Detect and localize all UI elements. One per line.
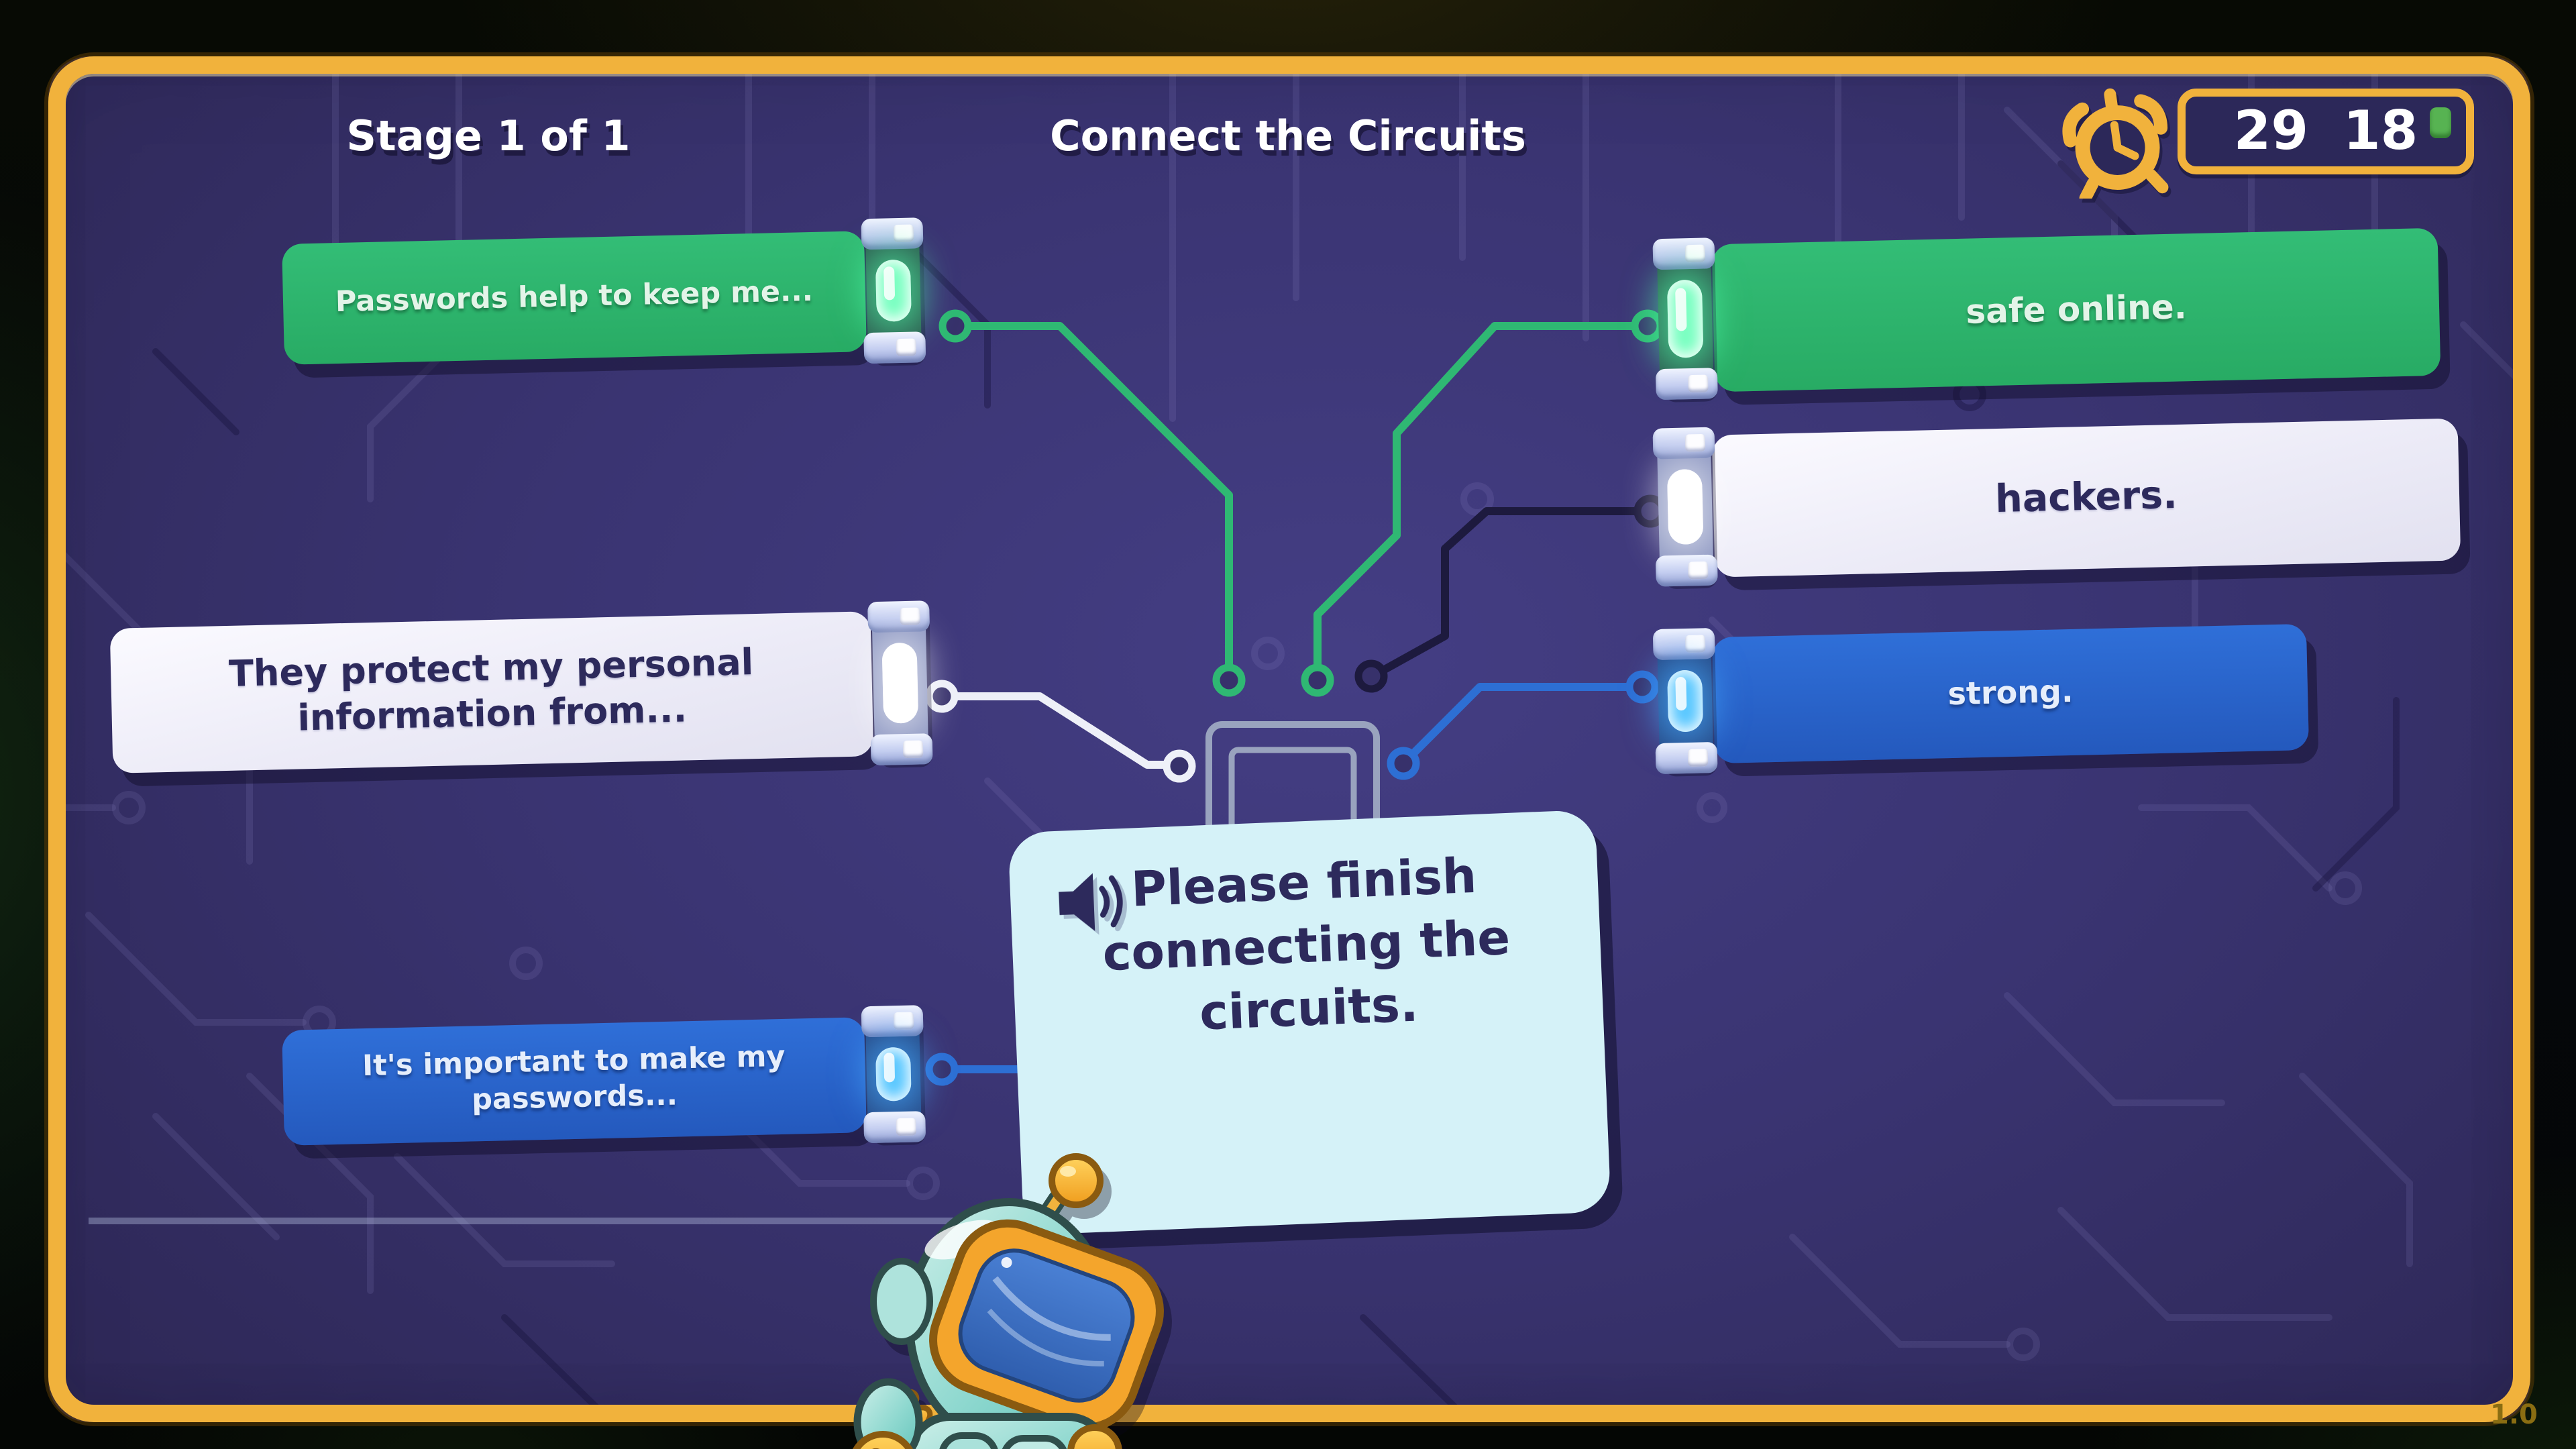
- wire-white: [951, 692, 1170, 769]
- wire-end-ring[interactable]: [1301, 663, 1334, 697]
- socket-cap: [863, 1111, 926, 1144]
- card-hackers[interactable]: hackers.: [1652, 418, 2461, 587]
- plug-ring[interactable]: [1631, 309, 1664, 343]
- wire-end-ring[interactable]: [1212, 663, 1246, 697]
- wire-blue-right: [1409, 683, 1633, 758]
- card-label: hackers.: [1994, 473, 2178, 522]
- card-label: safe online.: [1965, 288, 2188, 332]
- socket-glow: [1666, 468, 1704, 545]
- socket-cap: [1655, 741, 1718, 775]
- timer-progress-pip: [2430, 107, 2451, 138]
- socket-glow: [881, 642, 919, 724]
- alarm-clock-icon: [2062, 88, 2169, 199]
- plug-ring[interactable]: [938, 309, 972, 343]
- socket-cap: [863, 331, 926, 364]
- robot-fist: [853, 1424, 1122, 1449]
- socket-cap: [861, 217, 924, 250]
- socket-cap: [1655, 368, 1718, 400]
- timer-seconds: 18: [2343, 101, 2418, 162]
- socket-glow: [1667, 669, 1704, 733]
- socket-cap: [1652, 627, 1715, 661]
- wire-green-left: [965, 322, 1233, 671]
- connector-socket[interactable]: [1652, 627, 1718, 775]
- socket-cap: [870, 733, 933, 766]
- stage-label: Stage 1 of 1: [346, 113, 631, 161]
- timer-display: 29 18: [2178, 89, 2474, 174]
- connector-socket[interactable]: [861, 217, 926, 364]
- card-they-protect[interactable]: They protect my personal information fro…: [109, 600, 933, 773]
- version-label: 1.0: [2490, 1398, 2538, 1430]
- speaker-icon[interactable]: [1055, 869, 1133, 936]
- card-important-passwords[interactable]: It's important to make my passwords...: [282, 1005, 926, 1146]
- card-label: strong.: [1947, 674, 2074, 712]
- circuit-board-panel: Stage 1 of 1 Connect the Circuits 29 18: [48, 56, 2530, 1422]
- connector-socket[interactable]: [867, 600, 933, 766]
- socket-glow: [875, 1046, 912, 1102]
- robot-character: [853, 1153, 1164, 1449]
- card-strong[interactable]: strong.: [1652, 623, 2310, 775]
- socket-cap: [1655, 554, 1718, 587]
- robot-leg: [1002, 1435, 1067, 1449]
- socket-cap: [861, 1005, 924, 1038]
- wire-end-ring[interactable]: [1387, 747, 1420, 780]
- connector-socket[interactable]: [1652, 237, 1718, 400]
- socket-glow: [1666, 279, 1704, 358]
- wire-green-right: [1313, 322, 1638, 671]
- plug-ring[interactable]: [1625, 670, 1659, 704]
- connector-socket[interactable]: [1652, 427, 1718, 587]
- socket-cap: [1652, 427, 1715, 460]
- wire-dark: [1381, 507, 1641, 674]
- socket-cap: [867, 600, 930, 633]
- speech-bubble: Please finish connecting the circuits.: [1008, 809, 1611, 1236]
- socket-cap: [1652, 237, 1715, 270]
- page-title: Connect the Circuits: [1050, 113, 1526, 161]
- robot-ear: [870, 1258, 933, 1345]
- wire-end-ring[interactable]: [1163, 749, 1196, 783]
- card-label: They protect my personal information fro…: [228, 642, 754, 740]
- robot-visor: [929, 1219, 1164, 1432]
- card-label: Passwords help to keep me...: [335, 274, 814, 319]
- wire-end-ring[interactable]: [1354, 659, 1388, 693]
- card-safe-online[interactable]: safe online.: [1652, 227, 2441, 400]
- plug-ring[interactable]: [925, 680, 959, 713]
- timer-minutes: 29: [2233, 101, 2308, 162]
- plug-ring[interactable]: [925, 1053, 959, 1086]
- robot-leg: [939, 1432, 998, 1449]
- timer: 29 18: [2061, 75, 2490, 199]
- card-passwords-help[interactable]: Passwords help to keep me...: [282, 217, 926, 365]
- socket-glow: [875, 259, 912, 322]
- card-label: It's important to make my passwords...: [362, 1040, 786, 1118]
- connector-socket[interactable]: [861, 1005, 926, 1144]
